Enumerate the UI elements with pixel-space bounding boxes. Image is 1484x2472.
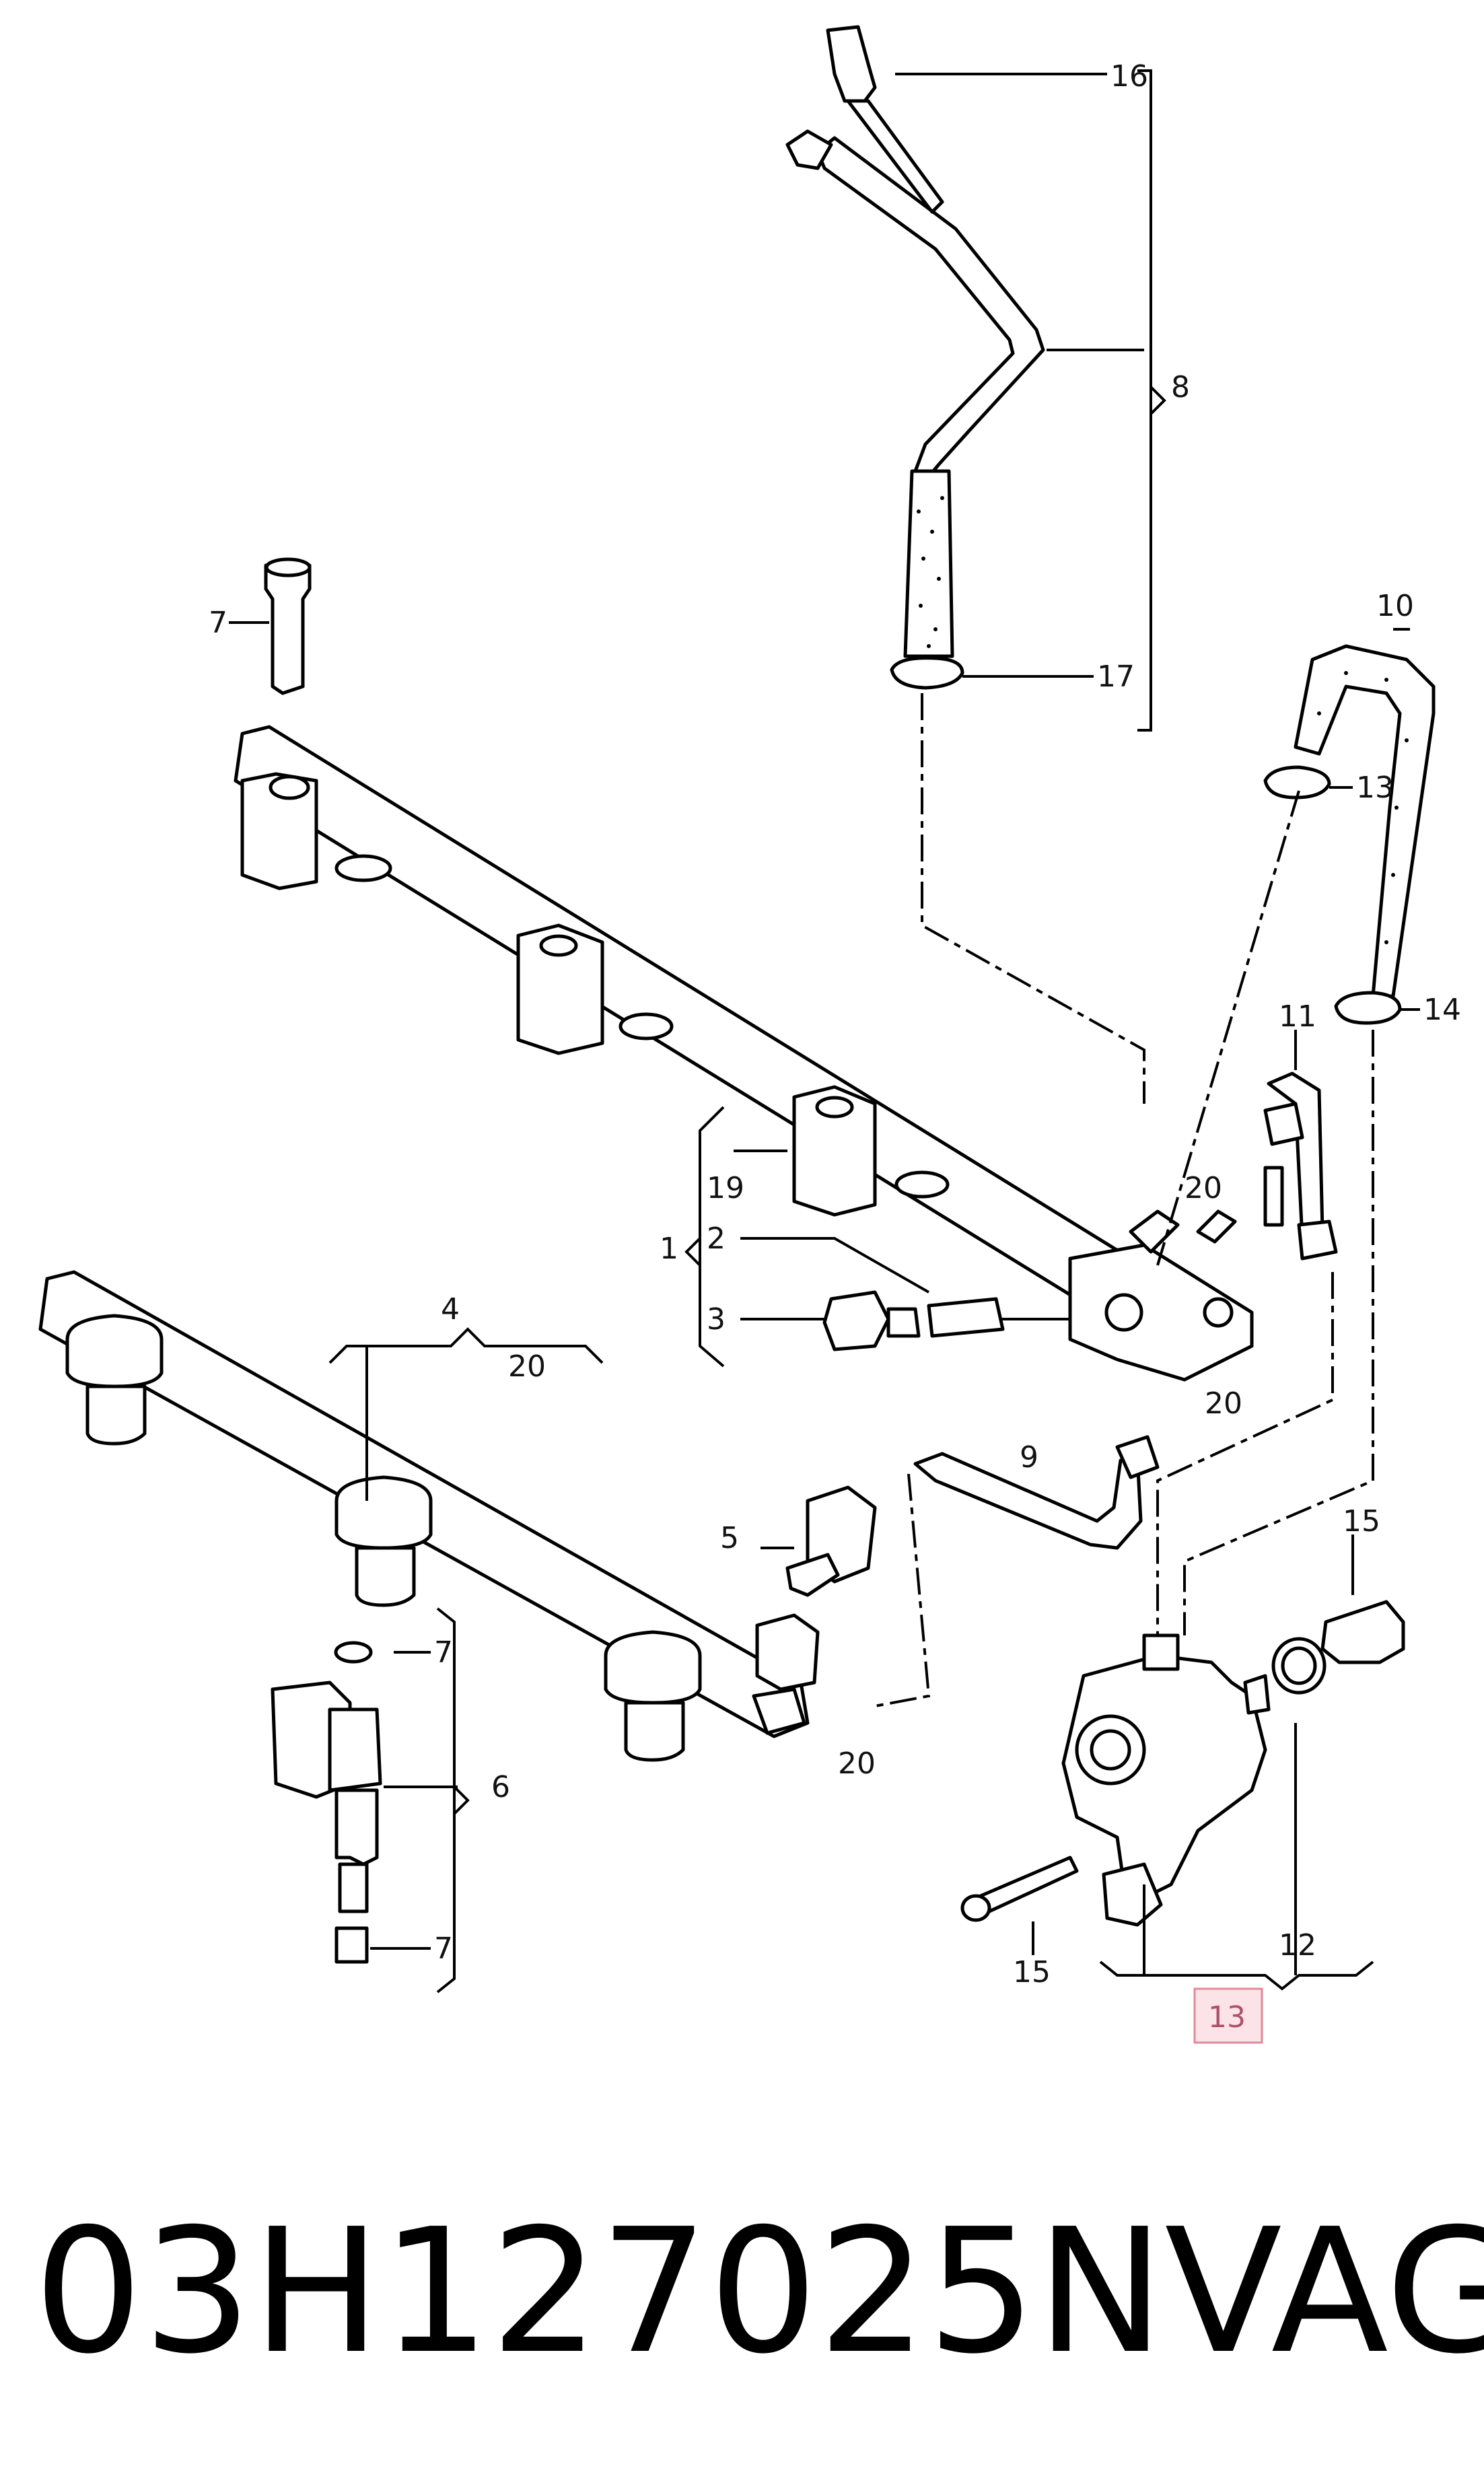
callout-20-d: 20 <box>1205 1386 1242 1421</box>
callout-20-b: 20 <box>1185 1171 1222 1205</box>
callout-16: 15 <box>1343 1504 1380 1539</box>
injector-6 <box>271 1607 470 1993</box>
callout-15-upper: 13 <box>1356 771 1394 805</box>
upper-fuel-rail <box>234 725 1254 1382</box>
hose-11-texture <box>1317 671 1409 944</box>
highlighted-callout-13: 13 <box>1193 1987 1263 2044</box>
callout-18: 16 <box>1110 59 1148 94</box>
pressure-lines <box>913 1071 1338 1550</box>
fuel-line-assembly <box>785 25 1166 732</box>
hose-texture <box>917 496 944 648</box>
callout-20-c: 20 <box>508 1349 546 1384</box>
callout-5: 5 <box>720 1521 739 1555</box>
callout-1: 1 <box>660 1232 678 1266</box>
callout-7-top: 7 <box>434 1635 453 1670</box>
callout-10: 9 <box>1020 1440 1038 1475</box>
pressure-sensor-5 <box>761 1485 877 1597</box>
brand-name: VAG <box>1164 2191 1484 2392</box>
callout-12: 11 <box>1279 999 1316 1034</box>
plug-and-fitting <box>822 1290 1005 1351</box>
callout-3: 3 <box>707 1302 726 1337</box>
callout-4: 4 <box>441 1292 460 1327</box>
callout-20-a: 19 <box>707 1171 744 1205</box>
callout-2: 2 <box>707 1222 726 1256</box>
hose-11 <box>1263 628 1436 1070</box>
callout-20-e: 20 <box>838 1746 876 1781</box>
callout-1-bracket <box>684 1106 1070 1368</box>
callout-6: 6 <box>491 1770 510 1804</box>
lower-fuel-rail <box>38 1270 820 1762</box>
high-pressure-pump-13 <box>960 1534 1405 1991</box>
part-number: 03H127025N <box>34 2191 1165 2392</box>
callout-17: 15 <box>1013 1955 1051 1989</box>
callout-labels: 16 8 17 7 10 13 14 11 19 20 1 2 3 4 20 2… <box>209 59 1461 1989</box>
callout-11: 10 <box>1376 589 1414 623</box>
callout-7-bottom: 7 <box>434 1932 453 1966</box>
callout-9: 8 <box>1171 370 1190 404</box>
callout-14: 12 <box>1279 1928 1316 1963</box>
bolt-8 <box>229 557 312 695</box>
callout-19: 17 <box>1097 660 1135 694</box>
part-caption: 03H127025N VAG <box>34 2181 1484 2403</box>
callout-13: 13 <box>1208 2000 1246 2035</box>
callout-8: 7 <box>209 606 227 640</box>
callout-15-lower: 14 <box>1423 993 1461 1027</box>
connection-lines <box>874 693 1374 1707</box>
